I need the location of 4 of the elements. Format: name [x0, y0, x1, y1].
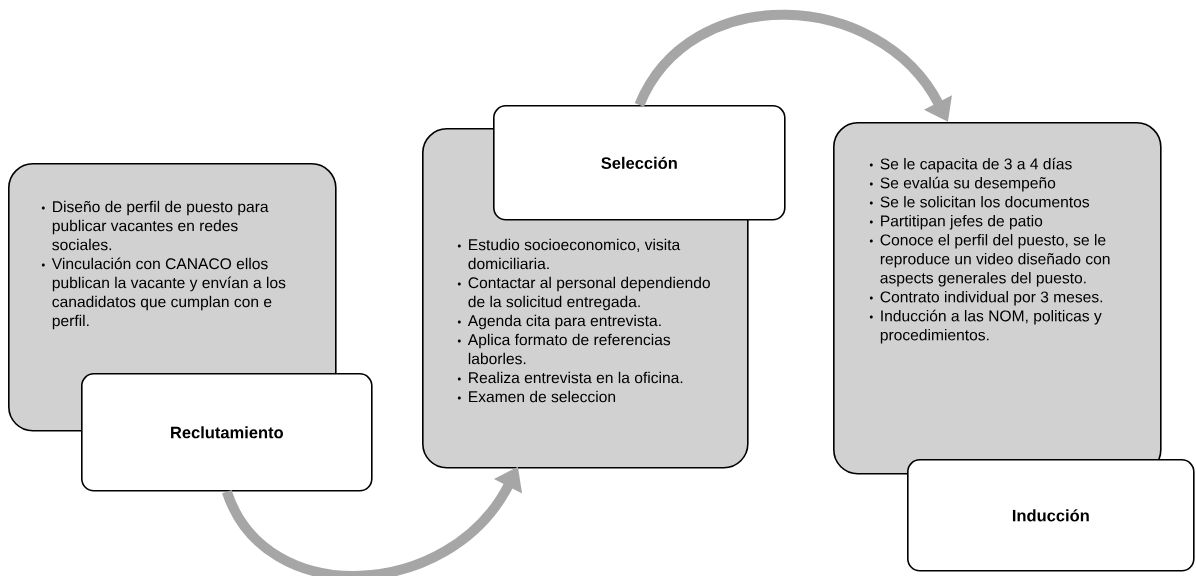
content-box: Se le capacita de 3 a 4 días Se evalúa su desempeño Se le solicitan los documentos Partitipan jefes de patio Conoce el perfil del puesto, se le reproduce un video diseñado con aspects generales del puesto. Contrato individual por 3 meses. Inducción a las NOM, politicas y procedimientos.	[833, 122, 1162, 475]
stage-box: Reclutamiento	[81, 373, 373, 492]
stage-box: Selección	[493, 105, 786, 221]
stage-box: Inducción	[907, 459, 1195, 572]
